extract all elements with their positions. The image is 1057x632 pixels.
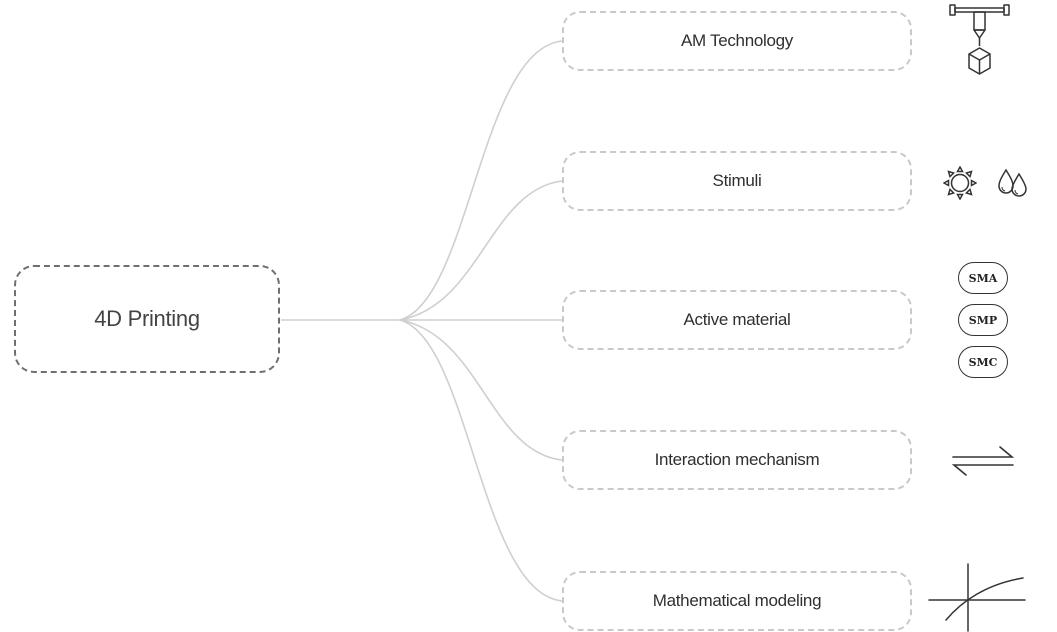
sun-icon	[943, 166, 977, 200]
connector-am-technology	[399, 40, 563, 321]
3d-printer-nozzle-icon	[949, 4, 1010, 75]
branch-interaction-mechanism: Interaction mechanism	[562, 430, 912, 490]
branch-mathematical-modeling: Mathematical modeling	[562, 571, 912, 631]
water-drops-icon	[998, 168, 1027, 197]
material-badge-sma: SMA	[958, 262, 1008, 294]
branch-stimuli: Stimuli	[562, 151, 912, 211]
graph-curve-icon	[928, 563, 1026, 632]
branch-am-technology: AM Technology	[562, 11, 912, 71]
connector-stimuli	[399, 180, 563, 321]
equilibrium-arrows-icon	[951, 446, 1015, 476]
connector-mathematical-modeling	[399, 319, 563, 602]
branch-active-material: Active material	[562, 290, 912, 350]
connector-interaction-mechanism	[399, 319, 563, 461]
root-node-4d-printing: 4D Printing	[14, 265, 280, 373]
material-badge-smc: SMC	[958, 346, 1008, 378]
material-badge-smp: SMP	[958, 304, 1008, 336]
